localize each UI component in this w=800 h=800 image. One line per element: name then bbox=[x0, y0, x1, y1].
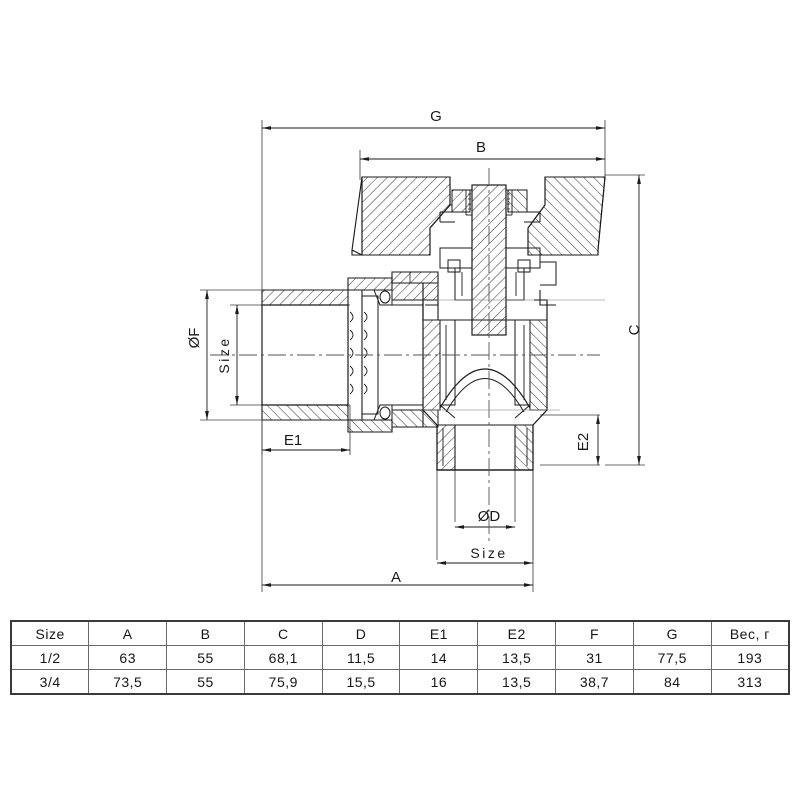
label-A: A bbox=[391, 569, 401, 586]
label-OD: ØD bbox=[478, 508, 501, 525]
table-cell: 3/4 bbox=[10, 669, 90, 695]
label-outlet-size: Size bbox=[470, 545, 507, 561]
table-cell: 14 bbox=[399, 645, 479, 670]
table-header-cell: G bbox=[632, 620, 712, 646]
table-header-cell: Вес, г bbox=[710, 620, 790, 646]
label-C: C bbox=[626, 324, 643, 335]
table-cell: 75,9 bbox=[243, 669, 323, 695]
specification-table-container: Size A B C D E1 E2 F G Вес, г 1/2 63 55 … bbox=[0, 610, 800, 800]
technical-drawing: G B A E1 ØD Size C E2 ØF Size bbox=[186, 108, 645, 592]
table-cell: 63 bbox=[88, 645, 168, 670]
table-cell: 15,5 bbox=[321, 669, 401, 695]
label-E2: E2 bbox=[575, 433, 592, 451]
table-cell: 68,1 bbox=[243, 645, 323, 670]
table-cell: 193 bbox=[710, 645, 790, 670]
table-cell: 73,5 bbox=[88, 669, 168, 695]
table-cell: 16 bbox=[399, 669, 479, 695]
table-header-cell: F bbox=[555, 620, 634, 646]
specification-table: Size A B C D E1 E2 F G Вес, г 1/2 63 55 … bbox=[10, 620, 790, 695]
table-cell: 38,7 bbox=[555, 669, 634, 695]
table-header-cell: B bbox=[166, 620, 245, 646]
handle-left-wing bbox=[351, 176, 451, 256]
label-OF: ØF bbox=[186, 328, 203, 349]
outlet-port bbox=[436, 424, 534, 471]
table-cell: 55 bbox=[166, 645, 245, 670]
table-header-cell: D bbox=[321, 620, 401, 646]
table-header-row: Size A B C D E1 E2 F G Вес, г bbox=[10, 620, 790, 646]
label-G: G bbox=[430, 108, 442, 125]
table-cell: 84 bbox=[632, 669, 712, 695]
label-E1: E1 bbox=[284, 432, 302, 449]
label-B: B bbox=[476, 139, 486, 156]
table-header-cell: E2 bbox=[477, 620, 557, 646]
inlet-port bbox=[261, 271, 439, 433]
table-cell: 77,5 bbox=[632, 645, 712, 670]
table-cell: 13,5 bbox=[477, 645, 557, 670]
table-cell: 55 bbox=[166, 669, 245, 695]
table-row: 3/4 73,5 55 75,9 15,5 16 13,5 38,7 84 31… bbox=[10, 669, 790, 695]
label-inlet-size: Size bbox=[216, 336, 232, 373]
centerlines bbox=[210, 168, 600, 545]
table-cell: 11,5 bbox=[321, 645, 401, 670]
table-cell: 31 bbox=[555, 645, 634, 670]
table-header-cell: A bbox=[88, 620, 168, 646]
table-row: 1/2 63 55 68,1 11,5 14 13,5 31 77,5 193 bbox=[10, 645, 790, 670]
table-header-cell: E1 bbox=[399, 620, 479, 646]
table-header-cell: C bbox=[243, 620, 323, 646]
table-header-cell: Size bbox=[10, 620, 90, 646]
handle-hub bbox=[439, 189, 541, 223]
handle-right-wing bbox=[527, 176, 606, 256]
table-cell: 13,5 bbox=[477, 669, 557, 695]
table-cell: 1/2 bbox=[10, 645, 90, 670]
table-cell: 313 bbox=[710, 669, 790, 695]
